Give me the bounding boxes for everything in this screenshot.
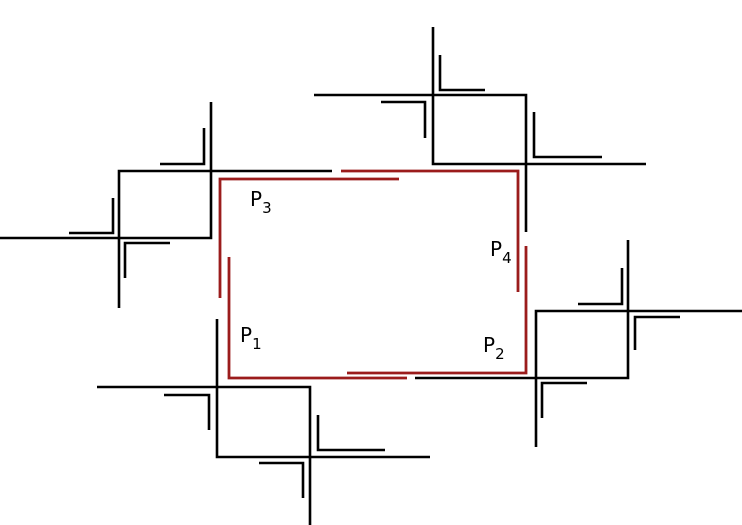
top-cross-upper (314, 27, 646, 232)
red-segment-bottom-left (227, 257, 407, 380)
label-p2: P2 (483, 333, 505, 363)
bottom-cross (97, 319, 430, 525)
label-p4: P4 (490, 237, 512, 267)
left-cross (0, 102, 332, 308)
black-structure (0, 27, 742, 525)
label-p3: P3 (250, 187, 272, 217)
red-segment-top-right (341, 169, 520, 292)
label-p1: P1 (240, 323, 262, 353)
red-cycle (218, 169, 528, 380)
red-segment-right-bottom (347, 246, 528, 375)
red-segment-left-top (218, 177, 399, 298)
right-cross (415, 240, 742, 447)
